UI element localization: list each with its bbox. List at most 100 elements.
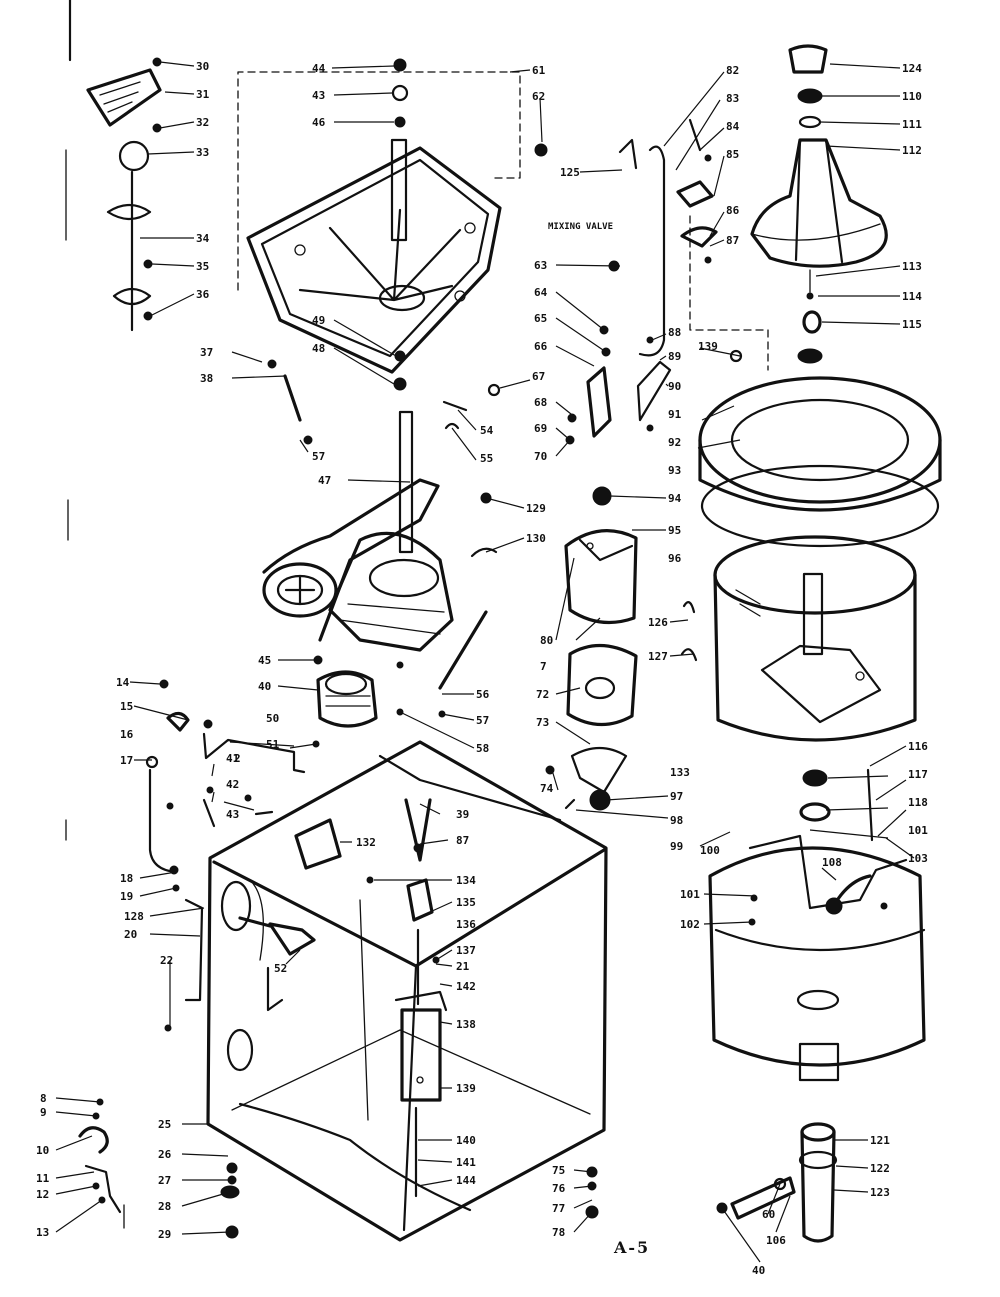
callout-137: 137 (456, 944, 476, 957)
callout-85: 85 (726, 148, 739, 161)
leveling-feet (220, 1162, 599, 1239)
callout-77: 77 (552, 1202, 565, 1215)
callout-142: 142 (456, 980, 476, 993)
callout-12: 12 (36, 1188, 49, 1201)
callout-133: 133 (670, 766, 690, 779)
callout-75: 75 (552, 1164, 565, 1177)
callout-63: 63 (534, 259, 547, 272)
callout-117: 117 (908, 768, 928, 781)
callout-47: 47 (318, 474, 331, 487)
callout-93: 93 (668, 464, 681, 477)
callout-2: 2 (234, 752, 241, 765)
callout-88: 88 (668, 326, 681, 339)
callout-36: 36 (196, 288, 210, 301)
callout-72: 72 (536, 688, 549, 701)
callout-74: 74 (540, 782, 554, 795)
callout-28: 28 (158, 1200, 171, 1213)
callout-25: 25 (158, 1118, 171, 1131)
callout-139: 139 (698, 340, 718, 353)
callout-98: 98 (670, 814, 683, 827)
callout-87-b: 87 (456, 834, 469, 847)
callout-86: 86 (726, 204, 740, 217)
callout-92: 92 (668, 436, 681, 449)
pump-housing (545, 486, 638, 811)
callout-135: 135 (456, 896, 476, 909)
callout-112: 112 (902, 144, 922, 157)
callout-83: 83 (726, 92, 739, 105)
callout-100: 100 (700, 844, 720, 857)
callout-111: 111 (902, 118, 922, 131)
callout-113: 113 (902, 260, 922, 273)
callout-44: 44 (312, 62, 326, 75)
callout-99: 99 (670, 840, 683, 853)
callout-116: 116 (908, 740, 928, 753)
callout-89: 89 (668, 350, 681, 363)
callout-67: 67 (532, 370, 545, 383)
callout-43: 43 (312, 89, 325, 102)
callout-55: 55 (480, 452, 493, 465)
mixing-valve-hose: MIXING VALVE (548, 118, 718, 357)
callout-46: 46 (312, 116, 326, 129)
callout-68: 68 (534, 396, 547, 409)
callout-125: 125 (560, 166, 580, 179)
left-margin-marks (65, 0, 125, 1229)
callout-50: 50 (266, 712, 279, 725)
callout-7: 7 (540, 660, 547, 673)
callout-51: 51 (266, 738, 280, 751)
callout-126: 126 (648, 616, 668, 629)
callout-80: 80 (540, 634, 553, 647)
callout-140: 140 (456, 1134, 476, 1147)
callout-70: 70 (534, 450, 547, 463)
callout-11: 11 (36, 1172, 50, 1185)
callout-58: 58 (476, 742, 489, 755)
agitator-assembly (750, 44, 888, 364)
callout-30: 30 (196, 60, 209, 73)
callout-84: 84 (726, 120, 740, 133)
callout-108: 108 (822, 856, 842, 869)
leader-lines (55, 61, 915, 1263)
callout-121: 121 (870, 1134, 890, 1147)
callout-69: 69 (534, 422, 547, 435)
callout-26: 26 (158, 1148, 172, 1161)
callout-19: 19 (120, 890, 133, 903)
callout-9: 9 (40, 1106, 47, 1119)
callout-65: 65 (534, 312, 547, 325)
callout-94: 94 (668, 492, 682, 505)
callout-labels: 30 31 32 33 34 35 36 37 38 57 44 43 46 4… (36, 60, 928, 1277)
callout-56: 56 (476, 688, 490, 701)
callout-122: 122 (870, 1162, 890, 1175)
tub-ring-and-wash-tub (680, 215, 942, 742)
callout-41: 41 (226, 752, 240, 765)
callout-8: 8 (40, 1092, 47, 1105)
callout-33: 33 (196, 146, 209, 159)
callout-129: 129 (526, 502, 546, 515)
callout-39: 39 (456, 808, 469, 821)
callout-45: 45 (258, 654, 271, 667)
callout-29: 29 (158, 1228, 171, 1241)
callout-66: 66 (534, 340, 548, 353)
callout-27: 27 (158, 1174, 171, 1187)
callout-73: 73 (536, 716, 549, 729)
mixing-valve-label: MIXING VALVE (548, 222, 613, 232)
callout-64: 64 (534, 286, 548, 299)
callout-42: 42 (226, 778, 239, 791)
callout-101: 101 (908, 824, 928, 837)
callout-123: 123 (870, 1186, 890, 1199)
control-knob-assembly (86, 57, 162, 332)
callout-17: 17 (120, 754, 133, 767)
callout-115: 115 (902, 318, 922, 331)
page-label: A-5 (614, 1238, 651, 1257)
callout-37: 37 (200, 346, 213, 359)
callout-54: 54 (480, 424, 494, 437)
callout-82: 82 (726, 64, 739, 77)
callout-78: 78 (552, 1226, 565, 1239)
callout-34: 34 (196, 232, 210, 245)
callout-35: 35 (196, 260, 209, 273)
callout-136: 136 (456, 918, 476, 931)
callout-132: 132 (356, 836, 376, 849)
callout-114: 114 (902, 290, 922, 303)
drive-motor (312, 670, 378, 748)
callout-91: 91 (668, 408, 682, 421)
callout-20: 20 (124, 928, 137, 941)
